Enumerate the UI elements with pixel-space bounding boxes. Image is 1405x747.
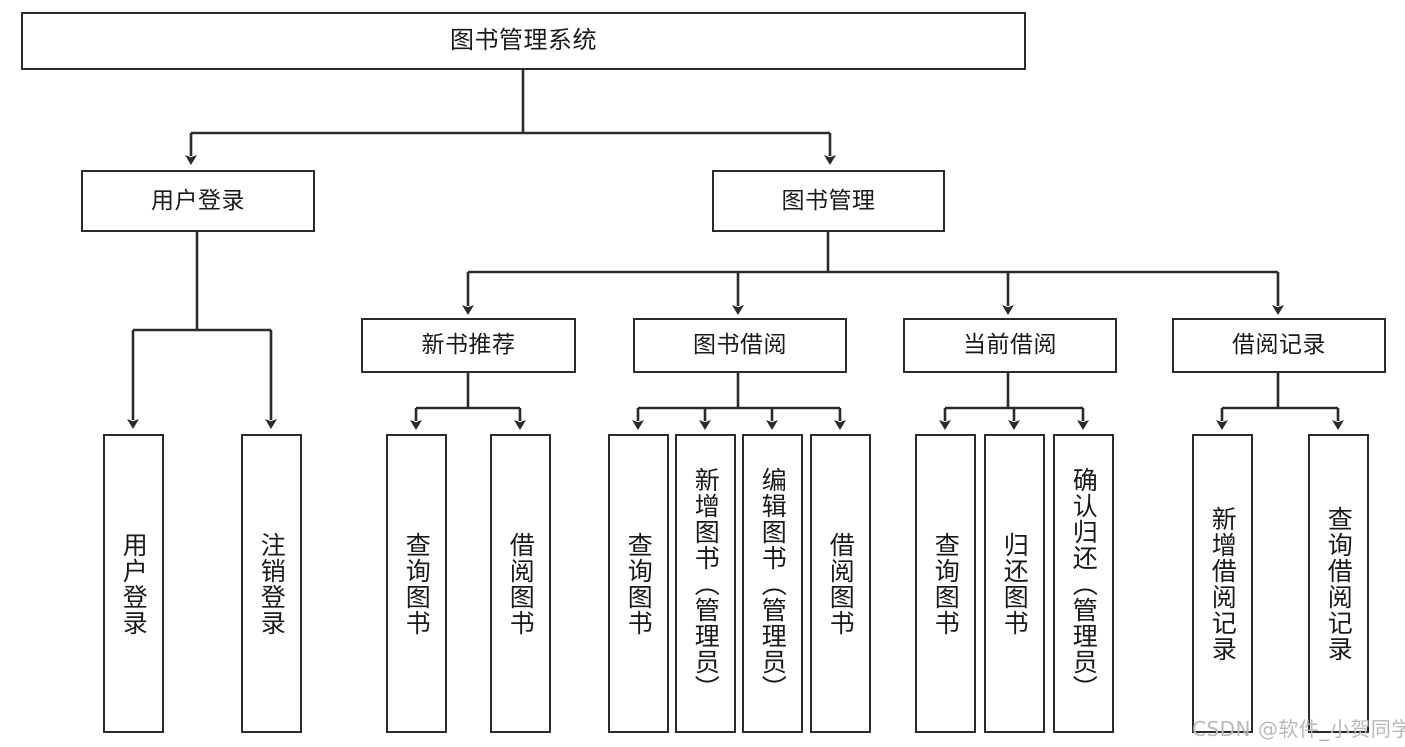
node-label: 新增图书（管理员） (691, 466, 721, 701)
node-label: 图书管理系统 (450, 26, 597, 55)
node-label: 查询图书 (624, 531, 654, 636)
node-label: 用户登录 (119, 531, 149, 636)
leaf-records-query-record[interactable]: 查询借阅记录 (1308, 434, 1369, 733)
node-label: 用户登录 (151, 187, 245, 214)
node-label: 归还图书 (1000, 531, 1030, 636)
leaf-user-login-login[interactable]: 用户登录 (103, 434, 164, 733)
node-label: 借阅图书 (506, 531, 536, 636)
leaf-user-login-logout[interactable]: 注销登录 (241, 434, 302, 733)
node-new-book-recommendation[interactable]: 新书推荐 (361, 318, 576, 373)
leaf-current-query-book[interactable]: 查询图书 (915, 434, 976, 733)
node-label: 查询图书 (402, 531, 432, 636)
leaf-borrow-edit-book-admin[interactable]: 编辑图书（管理员） (742, 434, 803, 733)
node-label: 当前借阅 (963, 332, 1057, 359)
node-label: 查询借阅记录 (1324, 505, 1354, 662)
leaf-new-book-query-book[interactable]: 查询图书 (386, 434, 447, 733)
node-root-book-management-system[interactable]: 图书管理系统 (21, 12, 1026, 70)
node-label: 确认归还（管理员） (1069, 466, 1099, 701)
node-label: 借阅记录 (1232, 332, 1326, 359)
node-book-borrowing[interactable]: 图书借阅 (633, 318, 847, 373)
node-current-borrowing[interactable]: 当前借阅 (903, 318, 1117, 373)
node-user-login[interactable]: 用户登录 (81, 170, 315, 232)
leaf-borrow-query-book[interactable]: 查询图书 (608, 434, 669, 733)
node-book-management[interactable]: 图书管理 (712, 170, 945, 232)
node-label: 新增借阅记录 (1208, 505, 1238, 662)
leaf-borrow-borrow-book[interactable]: 借阅图书 (810, 434, 871, 733)
leaf-borrow-add-book-admin[interactable]: 新增图书（管理员） (675, 434, 736, 733)
leaf-current-confirm-return-admin[interactable]: 确认归还（管理员） (1053, 434, 1114, 733)
node-label: 图书借阅 (693, 332, 787, 359)
leaf-current-return-book[interactable]: 归还图书 (984, 434, 1045, 733)
node-label: 编辑图书（管理员） (758, 466, 788, 701)
node-label: 新书推荐 (421, 332, 516, 359)
node-label: 借阅图书 (826, 531, 856, 636)
node-label: 注销登录 (257, 531, 287, 636)
node-borrowing-records[interactable]: 借阅记录 (1172, 318, 1386, 373)
leaf-new-book-borrow-book[interactable]: 借阅图书 (490, 434, 551, 733)
watermark-csdn: CSDN @软件_小贺同学 (1192, 717, 1405, 741)
leaf-records-add-record[interactable]: 新增借阅记录 (1192, 434, 1253, 733)
node-label: 查询图书 (931, 531, 961, 636)
node-label: 图书管理 (781, 187, 876, 214)
